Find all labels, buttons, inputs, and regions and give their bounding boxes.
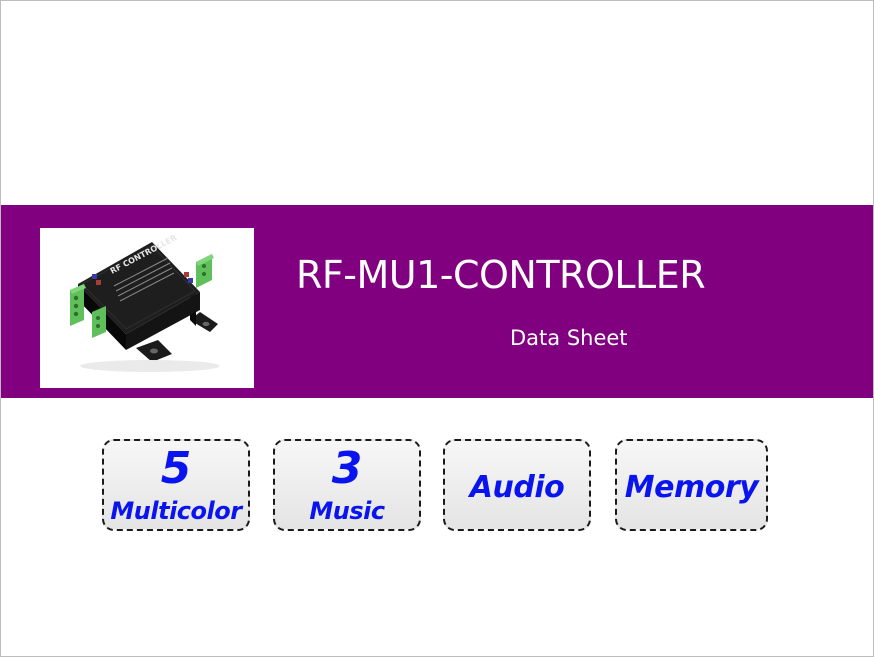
feature-number: 3 <box>331 443 363 494</box>
product-title: RF-MU1-CONTROLLER <box>296 253 706 297</box>
feature-badge-memory: Memory <box>615 439 768 531</box>
document-subtitle: Data Sheet <box>510 326 628 350</box>
feature-number: 5 <box>160 443 192 494</box>
controller-device-image: RF CONTROLLER <box>70 233 220 372</box>
feature-label: Memory <box>624 470 759 505</box>
feature-badge-multicolor: 5 Multicolor <box>102 439 250 531</box>
product-photo: RF CONTROLLER <box>40 228 254 388</box>
feature-badge-audio: Audio <box>443 439 591 531</box>
title-banner: RF CONTROLLER <box>1 205 873 398</box>
feature-badge-music: 3 Music <box>273 439 421 531</box>
feature-label: Audio <box>469 470 565 505</box>
feature-label: Multicolor <box>110 497 242 525</box>
feature-label: Music <box>309 497 385 525</box>
